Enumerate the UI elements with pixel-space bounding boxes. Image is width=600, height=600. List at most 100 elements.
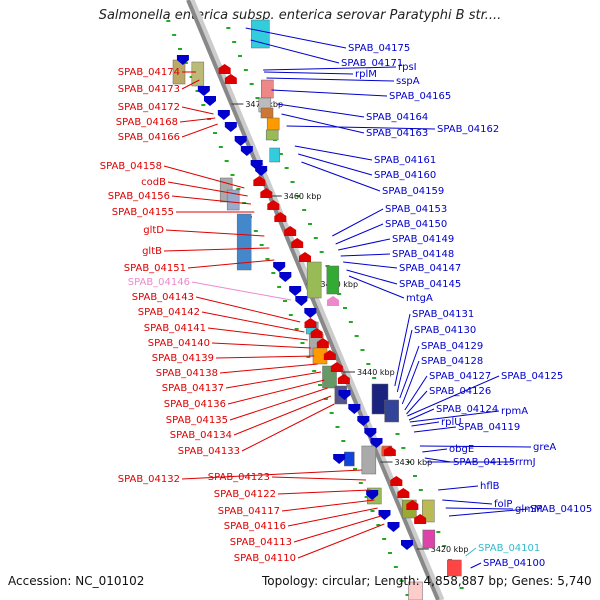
forward-gene-arrow[interactable] (289, 286, 302, 296)
gene-label-left[interactable]: SPAB_04134 (170, 430, 232, 441)
forward-gene-arrow[interactable] (197, 86, 210, 96)
gene-label-left[interactable]: SPAB_04168 (116, 117, 178, 128)
gene-label-right[interactable]: greA (533, 442, 556, 453)
gene-label-left[interactable]: SPAB_04117 (218, 506, 280, 517)
gene-label-left[interactable]: SPAB_04123 (208, 472, 270, 483)
reverse-gene-arrow[interactable] (218, 64, 231, 74)
forward-gene-arrow[interactable] (279, 272, 292, 282)
reverse-gene-arrow[interactable] (316, 338, 329, 348)
gene-label-left[interactable]: SPAB_04166 (118, 132, 180, 143)
reverse-gene-arrow[interactable] (310, 328, 323, 338)
forward-gene-arrow[interactable] (224, 122, 237, 132)
reverse-gene-arrow[interactable] (253, 176, 266, 186)
gene-label-right[interactable]: rplM (355, 69, 377, 80)
gene-label-left[interactable]: SPAB_04156 (108, 191, 170, 202)
reverse-gene-arrow[interactable] (274, 212, 287, 222)
reverse-gene-arrow[interactable] (330, 362, 343, 372)
gene-label-left[interactable]: SPAB_04151 (124, 263, 186, 274)
forward-gene-arrow[interactable] (240, 146, 253, 156)
gene-label-right[interactable]: SPAB_04164 (366, 112, 428, 123)
forward-gene-arrow[interactable] (401, 540, 413, 550)
reverse-gene-arrow[interactable] (414, 514, 427, 524)
gene-label-right[interactable]: SPAB_04160 (374, 170, 436, 181)
gene-label-right[interactable]: SPAB_04127 (429, 371, 491, 382)
gene-label-right[interactable]: SPAB_04124 (436, 404, 498, 415)
gene-block[interactable] (265, 129, 279, 141)
gene-block[interactable] (226, 189, 240, 211)
gene-block[interactable] (361, 445, 377, 475)
gene-label-left[interactable]: SPAB_04135 (166, 415, 228, 426)
gene-label-right[interactable]: rpsI (398, 62, 417, 73)
gene-label-right[interactable]: SPAB_04119 (458, 422, 520, 433)
forward-gene-arrow[interactable] (304, 308, 317, 318)
reverse-gene-arrow[interactable] (406, 500, 419, 510)
gene-label-left[interactable]: SPAB_04174 (118, 67, 180, 78)
gene-label-right[interactable]: SPAB_04159 (382, 186, 444, 197)
forward-gene-arrow[interactable] (204, 96, 216, 106)
gene-label-left[interactable]: SPAB_04137 (162, 383, 224, 394)
gene-label-right[interactable]: rrmJ (515, 457, 536, 468)
gene-label-right[interactable]: SPAB_04105 (530, 504, 592, 515)
gene-label-right[interactable]: SPAB_04162 (437, 124, 499, 135)
reverse-gene-arrow[interactable] (267, 200, 280, 210)
gene-label-left[interactable]: SPAB_04155 (112, 207, 174, 218)
gene-block[interactable] (261, 79, 274, 99)
forward-gene-arrow[interactable] (387, 522, 400, 532)
gene-block[interactable] (422, 499, 435, 523)
reverse-gene-arrow[interactable] (383, 446, 396, 456)
forward-gene-arrow[interactable] (348, 404, 361, 414)
reverse-gene-arrow[interactable] (260, 188, 273, 198)
forward-gene-arrow[interactable] (333, 454, 346, 464)
reverse-gene-arrow[interactable] (291, 238, 304, 248)
gene-label-left[interactable]: SPAB_04158 (100, 161, 162, 172)
gene-label-left[interactable]: SPAB_04140 (148, 338, 210, 349)
forward-gene-arrow[interactable] (370, 438, 383, 448)
gene-block[interactable] (306, 261, 322, 299)
gene-label-right[interactable]: rpmA (501, 406, 528, 417)
gene-label-right[interactable]: SPAB_04130 (414, 325, 476, 336)
gene-label-left[interactable]: SPAB_04116 (224, 521, 286, 532)
gene-label-left[interactable]: gltD (143, 225, 164, 236)
gene-block[interactable] (236, 213, 252, 271)
forward-gene-arrow[interactable] (234, 136, 247, 146)
gene-label-right[interactable]: SPAB_04125 (501, 371, 563, 382)
gene-label-right[interactable]: SPAB_04150 (385, 219, 447, 230)
forward-gene-arrow[interactable] (217, 110, 230, 120)
gene-label-right[interactable]: SPAB_04175 (348, 43, 410, 54)
gene-label-right[interactable]: SPAB_04101 (478, 543, 540, 554)
gene-label-right[interactable]: SPAB_04131 (412, 309, 474, 320)
gene-label-left[interactable]: SPAB_04133 (178, 446, 240, 457)
forward-gene-arrow[interactable] (273, 262, 286, 272)
gene-label-left[interactable]: SPAB_04173 (118, 84, 180, 95)
gene-label-right[interactable]: SPAB_04145 (399, 279, 461, 290)
gene-label-right[interactable]: SPAB_04126 (429, 386, 491, 397)
gene-block[interactable] (408, 581, 423, 600)
forward-gene-arrow[interactable] (176, 55, 189, 65)
gene-label-right[interactable]: sspA (396, 76, 420, 87)
gene-label-right[interactable]: obgE (449, 444, 474, 455)
gene-label-right[interactable]: SPAB_04149 (392, 234, 454, 245)
gene-label-left[interactable]: SPAB_04136 (164, 399, 226, 410)
gene-label-right[interactable]: SPAB_04100 (483, 558, 545, 569)
gene-label-left[interactable]: SPAB_04146 (128, 277, 190, 288)
gene-label-right[interactable]: SPAB_04161 (374, 155, 436, 166)
gene-block[interactable] (260, 107, 274, 119)
gene-label-left[interactable]: SPAB_04138 (156, 368, 218, 379)
reverse-gene-arrow[interactable] (224, 74, 237, 84)
forward-gene-arrow[interactable] (255, 166, 268, 176)
gene-block[interactable] (371, 383, 389, 415)
gene-label-right[interactable]: SPAB_04148 (392, 249, 454, 260)
forward-gene-arrow[interactable] (338, 390, 351, 400)
gene-label-right[interactable]: SPAB_04163 (366, 128, 428, 139)
forward-gene-arrow[interactable] (364, 428, 377, 438)
reverse-gene-arrow[interactable] (304, 318, 317, 328)
forward-gene-arrow[interactable] (378, 510, 391, 520)
reverse-gene-arrow[interactable] (397, 488, 410, 498)
gene-block[interactable] (384, 399, 399, 423)
gene-label-right[interactable]: SPAB_04128 (421, 356, 483, 367)
gene-label-left[interactable]: codB (141, 177, 166, 188)
gene-label-left[interactable]: SPAB_04141 (144, 323, 206, 334)
gene-label-left[interactable]: SPAB_04113 (230, 537, 292, 548)
gene-label-right[interactable]: mtgA (406, 293, 433, 304)
